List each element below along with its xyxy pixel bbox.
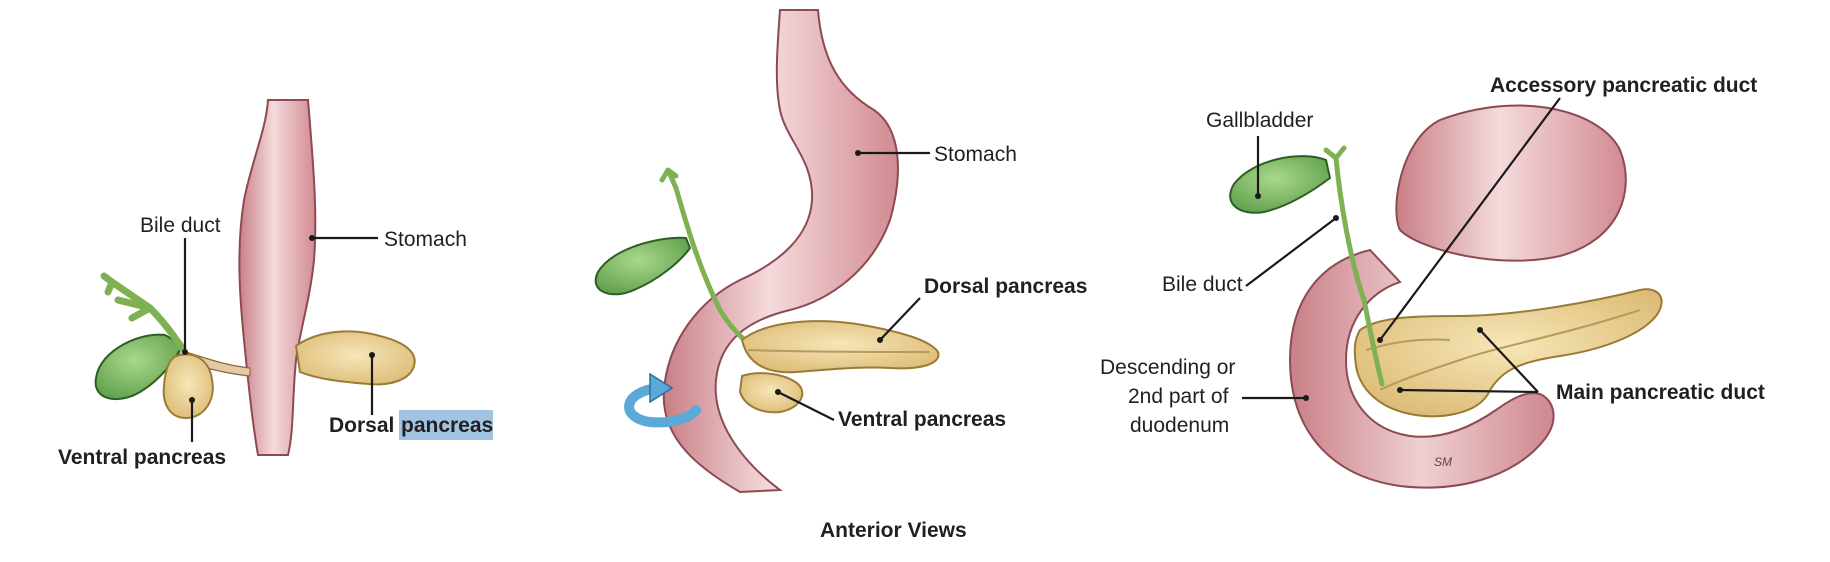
label-accessory-duct: Accessory pancreatic duct — [1490, 74, 1757, 97]
gallbladder-leader-dot — [1255, 193, 1261, 199]
panel-mature: SM Gallbladder Bile duct Accessory pancr… — [1100, 74, 1765, 489]
label-duodenum-line3: duodenum — [1130, 414, 1229, 437]
duodenum-leader-dot — [1303, 395, 1309, 401]
stomach-shape — [1395, 104, 1627, 262]
label-bile-duct-1: Bile duct — [140, 214, 221, 237]
bile-duct-leader-dot — [182, 349, 188, 355]
label-gallbladder: Gallbladder — [1206, 109, 1313, 132]
label-ventral-pancreas-2: Ventral pancreas — [838, 408, 1006, 431]
bile-duct-leader — [1245, 217, 1337, 287]
ventral-pancreas-shape — [738, 372, 804, 414]
main-duct-leader-b — [1399, 388, 1539, 394]
label-dorsal-1-word2: pancreas — [401, 414, 493, 437]
label-stomach-1: Stomach — [384, 228, 467, 251]
dorsal-pancreas-leader-dot — [369, 352, 375, 358]
figure-caption: Anterior Views — [820, 519, 967, 542]
duodenum-shape — [1288, 248, 1555, 489]
pancreas-shape — [1353, 288, 1663, 418]
accessory-duct-leader — [1379, 97, 1561, 341]
stomach-shape — [662, 9, 899, 494]
label-duodenum-line1: Descending or — [1100, 356, 1235, 379]
rotation-arrow — [624, 383, 701, 428]
highlight-box — [399, 410, 493, 440]
gallbladder-shape — [1229, 155, 1332, 214]
dorsal-pancreas-shape — [294, 330, 416, 386]
rotation-arrow-head — [649, 372, 674, 404]
hepatic-duct-branches — [1323, 145, 1347, 161]
label-duodenum-line2: 2nd part of — [1128, 385, 1229, 408]
label-main-duct: Main pancreatic duct — [1556, 381, 1765, 404]
hepatic-duct-branches — [659, 167, 679, 191]
panel-rotation: Stomach Dorsal pancreas Ventral pancreas — [594, 9, 1087, 494]
label-dorsal-1-word1: Dorsal — [329, 414, 394, 437]
ventral-pancreas-leader-dot — [775, 389, 781, 395]
stomach-leader-dot — [309, 235, 315, 241]
dorsal-pancreas-leader — [879, 297, 921, 341]
main-pancreatic-duct — [1379, 309, 1641, 391]
label-ventral-pancreas-1: Ventral pancreas — [58, 446, 226, 469]
ventral-pancreas-shape — [162, 353, 214, 420]
dorsal-pancreas-shape — [740, 320, 940, 374]
dorsal-pancreas-leader-dot — [877, 337, 883, 343]
ventral-pancreas-leader — [777, 391, 835, 421]
ventral-pancreas-leader-dot — [189, 397, 195, 403]
stomach-leader-dot — [855, 150, 861, 156]
main-duct-leader-dot-a — [1477, 327, 1483, 333]
label-stomach-2: Stomach — [934, 143, 1017, 166]
stomach-shape — [238, 99, 317, 456]
bile-duct — [1333, 155, 1385, 387]
bile-duct-leader-dot — [1333, 215, 1339, 221]
pancreatic-duct-dorsal — [747, 349, 931, 353]
panel-early-embryo: Bile duct Stomach Dorsal pancreas Ventra… — [58, 99, 493, 469]
artist-signature: SM — [1434, 455, 1452, 469]
label-bile-duct-3: Bile duct — [1162, 273, 1243, 296]
main-duct-leader-a — [1479, 329, 1539, 393]
hepatic-duct-branches — [100, 272, 186, 352]
gallbladder-shape — [594, 236, 692, 296]
main-duct-leader-dot-b — [1397, 387, 1403, 393]
accessory-duct-leader-dot — [1377, 337, 1383, 343]
label-dorsal-pancreas-2: Dorsal pancreas — [924, 275, 1087, 298]
